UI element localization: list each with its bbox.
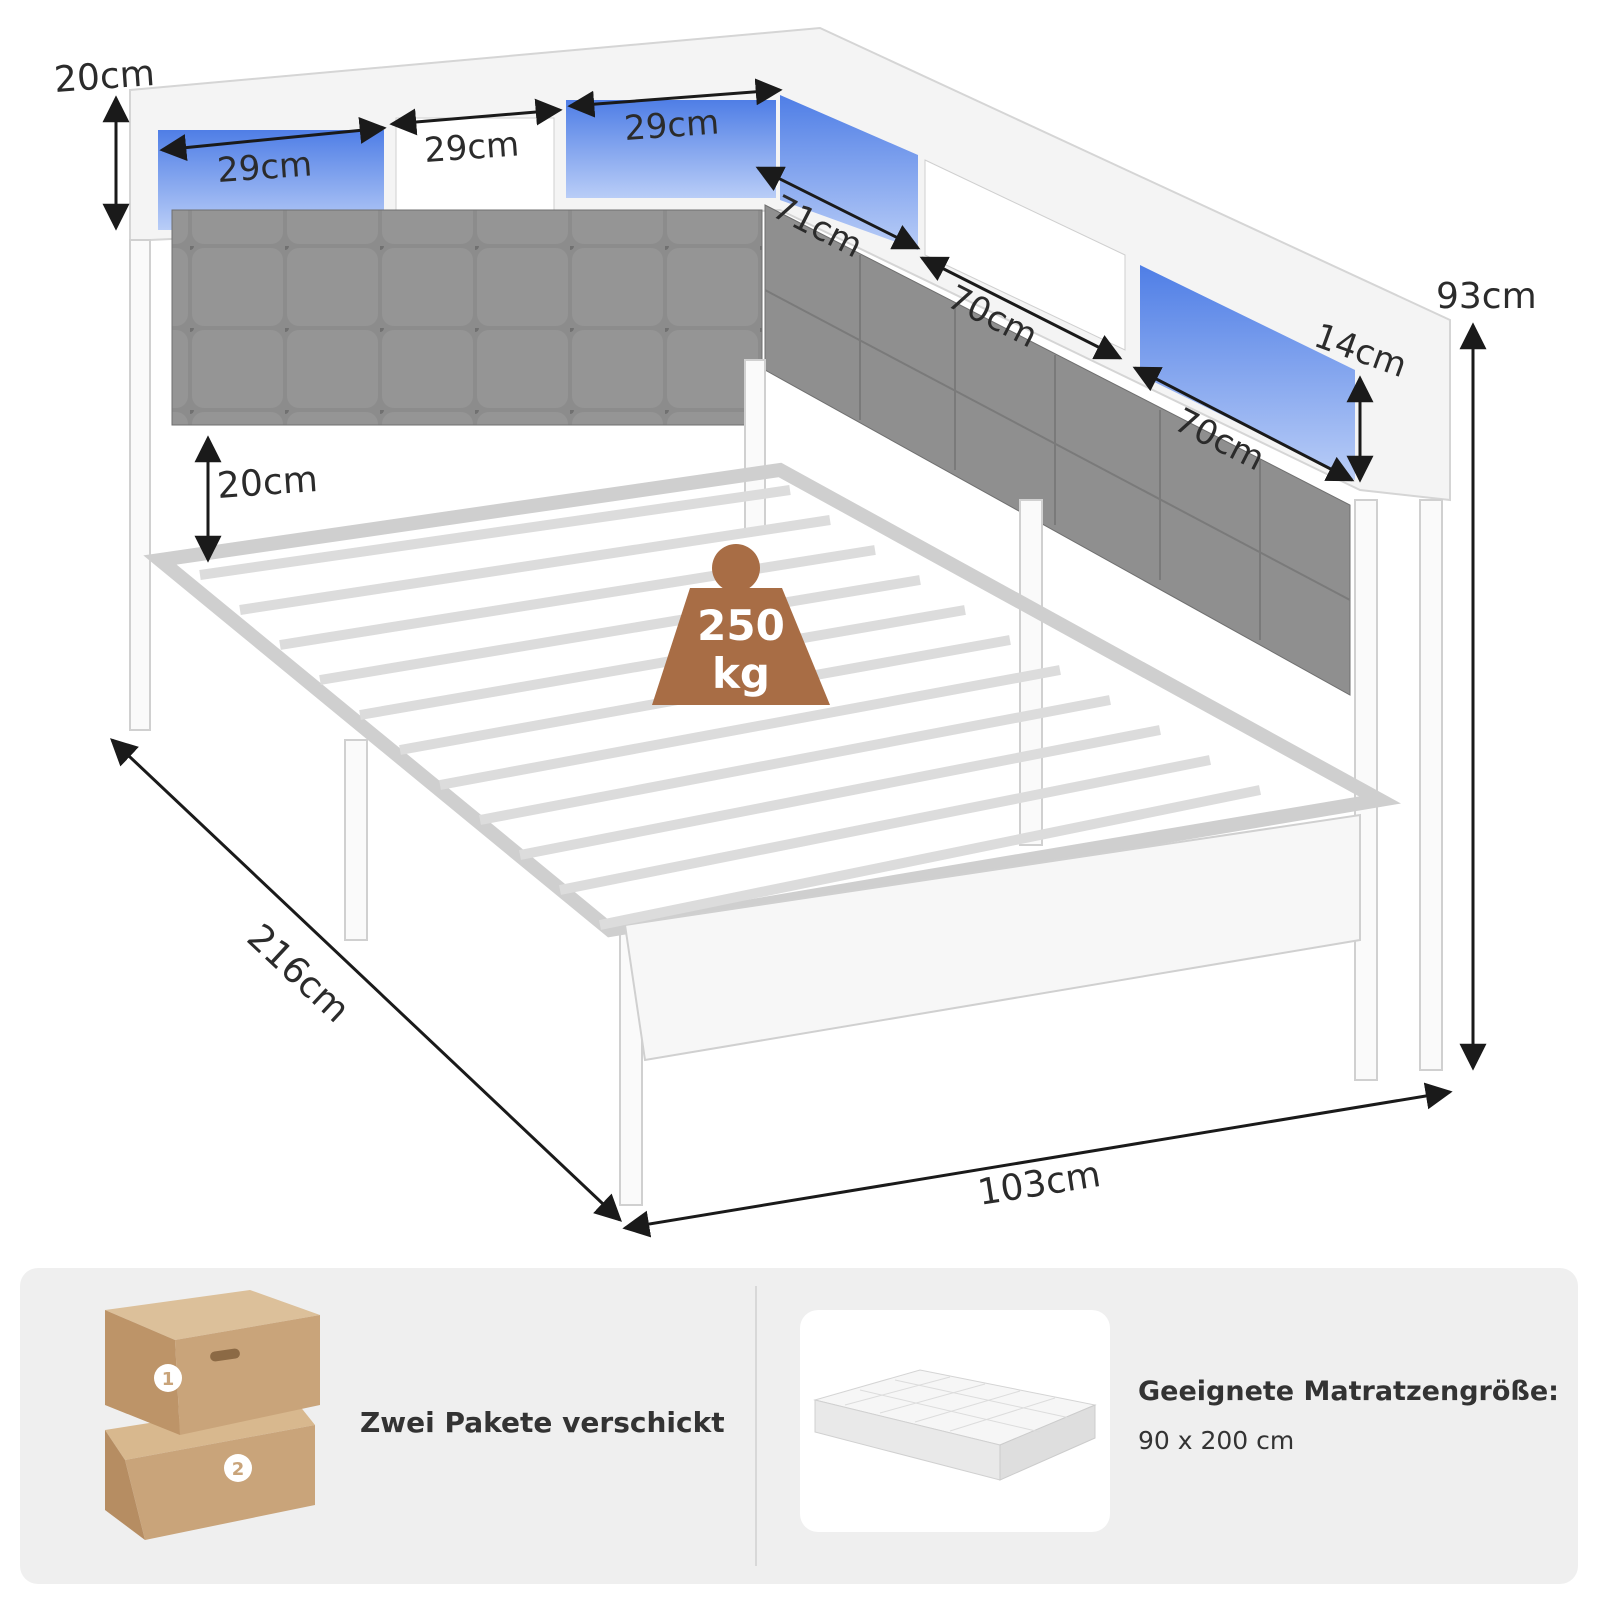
weight-value: 250: [697, 601, 785, 650]
mattress-title: Geeignete Matratzengröße:: [1138, 1376, 1559, 1407]
panel-divider: [755, 1286, 757, 1566]
box-2-number: 2: [232, 1459, 245, 1480]
packages-label: Zwei Pakete verschickt: [360, 1406, 725, 1439]
info-panel: 2 1 Zwei Pakete verschickt Ge: [20, 1268, 1578, 1584]
dim-shelf-width-3: 29cm: [623, 102, 721, 149]
bed-diagram: 250 kg 20cm 29cm 29cm 29cm 71cm 70cm 14c…: [53, 26, 1537, 1238]
dim-clearance-height: 20cm: [216, 459, 319, 507]
bed-frame: [129, 239, 1443, 1206]
box-1-number: 1: [162, 1369, 175, 1390]
dim-width: 103cm: [975, 1154, 1103, 1214]
package-box-1: 1: [105, 1290, 320, 1435]
dimension-arrows: [102, 78, 1487, 1238]
dim-length: 216cm: [239, 917, 357, 1031]
mattress-size: 90 x 200 cm: [1138, 1426, 1295, 1455]
mattress-card: [800, 1310, 1110, 1532]
dim-shelf-width-2: 29cm: [423, 124, 521, 171]
weight-body: [652, 588, 830, 705]
package-boxes: 2 1: [105, 1290, 320, 1540]
dim-shelf-height: 20cm: [53, 53, 156, 101]
package-box-2: 2: [105, 1400, 315, 1540]
upholstered-headboard: [171, 204, 1351, 696]
weight-capacity-badge: 250 kg: [652, 544, 830, 705]
weight-handle: [712, 544, 760, 592]
weight-unit: kg: [712, 649, 770, 698]
dim-total-height: 93cm: [1436, 276, 1537, 317]
dim-shelf-width-1: 29cm: [216, 144, 314, 191]
mattress-image: [813, 1369, 1097, 1481]
